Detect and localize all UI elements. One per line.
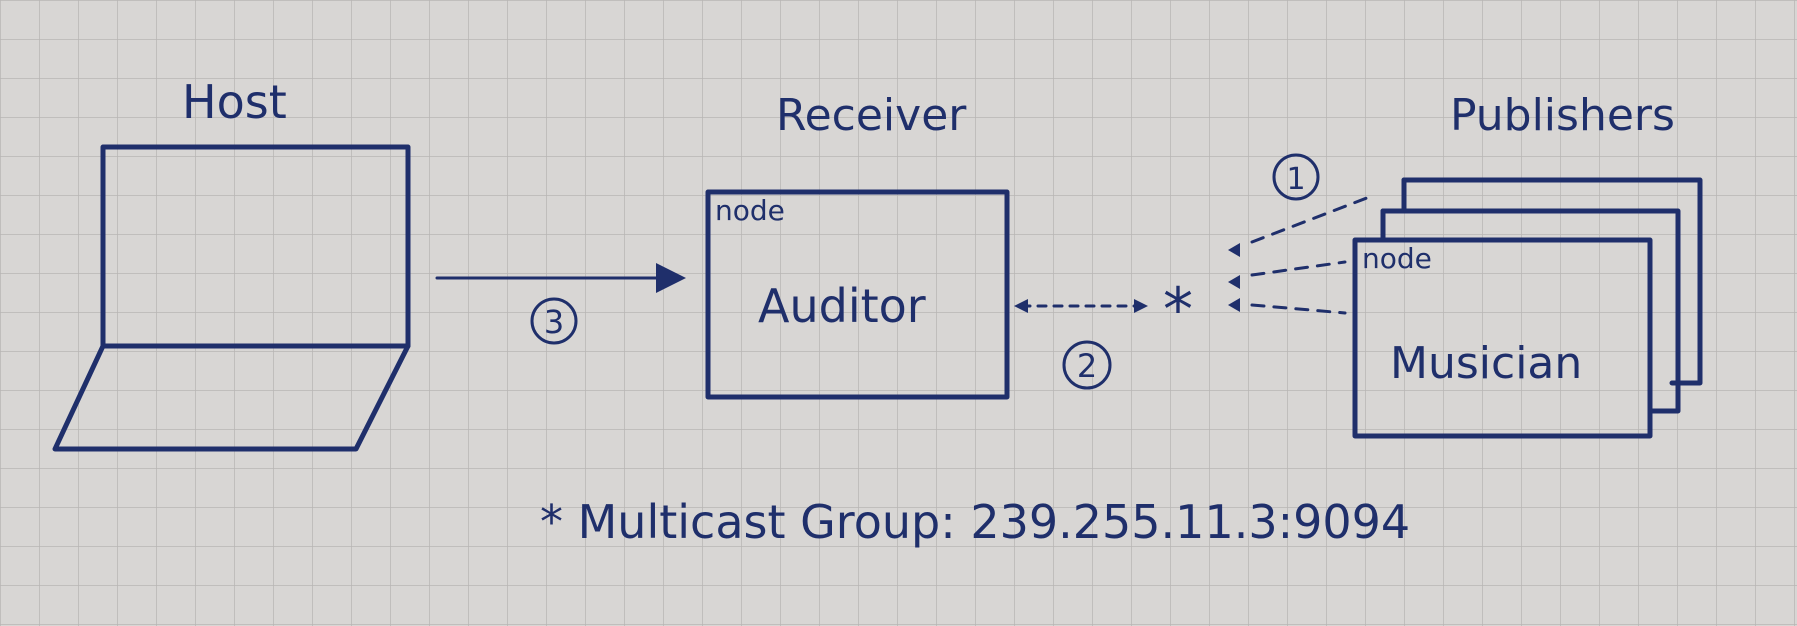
musician-stack: node Musician — [1352, 177, 1703, 439]
step-1-badge: 1 — [1272, 153, 1320, 201]
host-label: Host — [182, 75, 287, 129]
multicast-group-note: * Multicast Group: 239.255.11.3:9094 — [540, 495, 1410, 549]
step-3-label: 3 — [544, 303, 564, 341]
step-2-badge: 2 — [1062, 340, 1112, 390]
publishers-multicast-links — [1228, 194, 1374, 315]
auditor-node: node Auditor — [705, 189, 1010, 400]
publishers-label: Publishers — [1450, 90, 1675, 141]
musician-name: Musician — [1390, 338, 1582, 389]
auditor-name: Auditor — [758, 279, 926, 333]
laptop-icon — [52, 144, 411, 452]
auditor-multicast-link — [1014, 299, 1148, 313]
receiver-label: Receiver — [776, 90, 967, 141]
step-2-label: 2 — [1077, 347, 1097, 385]
step-3-badge: 3 — [530, 297, 578, 345]
step-1-label: 1 — [1286, 162, 1305, 197]
musician-node-tag: node — [1362, 242, 1432, 275]
auditor-node-tag: node — [715, 194, 785, 227]
multicast-marker: * — [1163, 275, 1193, 345]
